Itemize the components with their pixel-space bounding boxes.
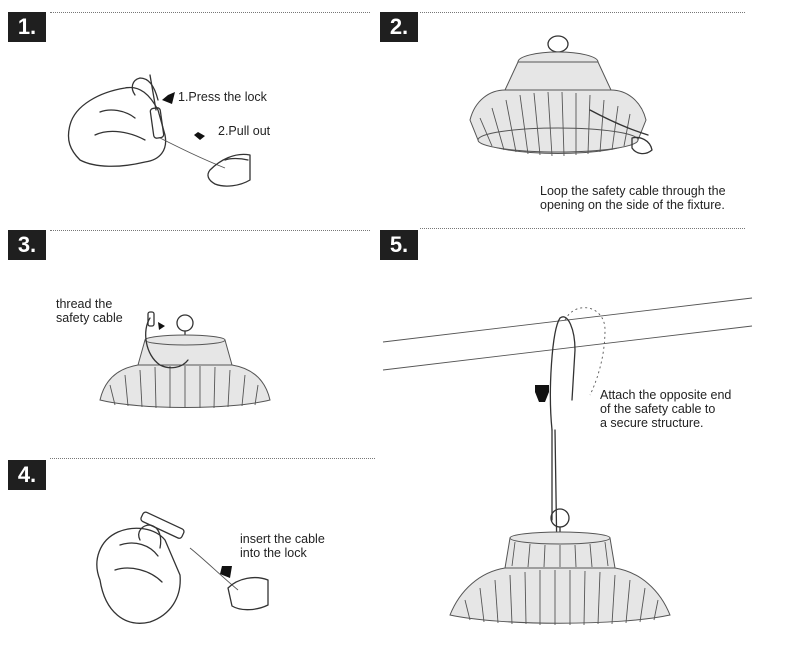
step-3-badge: 3. xyxy=(8,230,46,260)
step-5-divider xyxy=(420,228,745,229)
step-1-pull-label: 2.Pull out xyxy=(218,124,271,138)
step-4-badge: 4. xyxy=(8,460,46,490)
step-2-badge: 2. xyxy=(380,12,418,42)
step-2-divider xyxy=(420,12,745,13)
step-1-press-label: 1.Press the lock xyxy=(178,90,267,104)
step-3-caption: thread the safety cable xyxy=(56,297,123,325)
step-3-divider xyxy=(50,230,370,231)
step-4-divider xyxy=(50,458,375,459)
pull-arrow xyxy=(194,132,205,140)
step-2-caption: Loop the safety cable through the openin… xyxy=(540,184,726,212)
step-4-caption: insert the cable into the lock xyxy=(240,532,325,560)
thread-arrow xyxy=(158,322,165,330)
press-arrow xyxy=(162,92,175,104)
step-1-badge: 1. xyxy=(8,12,46,42)
step-5-badge: 5. xyxy=(380,230,418,260)
insert-arrow xyxy=(220,566,232,578)
step-1-divider xyxy=(50,12,370,13)
step-5-caption: Attach the opposite end of the safety ca… xyxy=(600,388,732,430)
attach-arrow xyxy=(535,385,549,402)
